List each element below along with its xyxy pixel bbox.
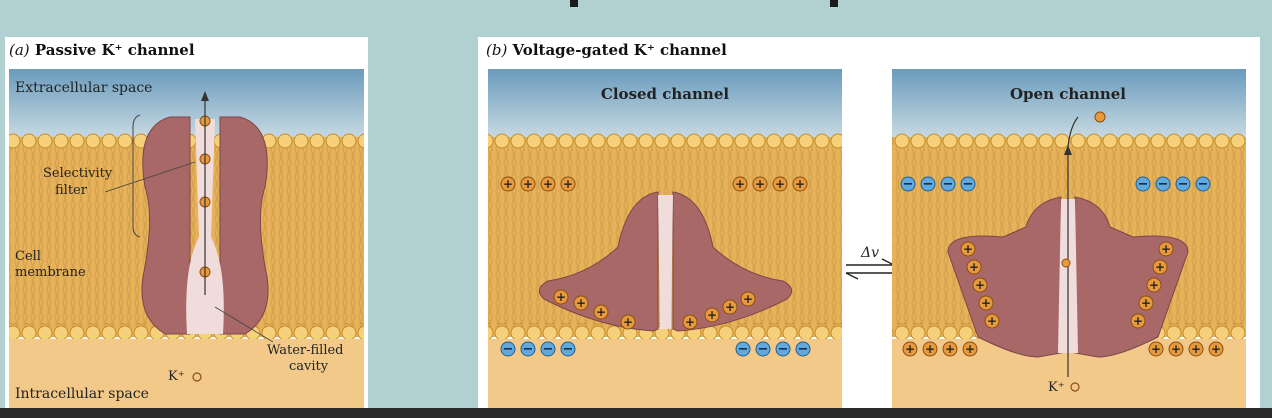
panel-a-illustration: Extracellular space Selectivity filter C… bbox=[5, 37, 368, 418]
panel-b-illustration: Closed channel + + + + + + + + bbox=[478, 37, 1260, 418]
panel-a-passive-channel: (a) Passive K⁺ channel bbox=[5, 37, 368, 418]
svg-text:+: + bbox=[576, 296, 586, 310]
label-selectivity: Selectivity bbox=[43, 166, 113, 181]
closed-channel-panel: Closed channel + + + + + + + + bbox=[488, 69, 842, 418]
svg-text:+: + bbox=[1141, 296, 1151, 310]
panel-b-voltage-gated-channel: (b) Voltage-gated K⁺ channel Closed chan… bbox=[478, 37, 1260, 418]
k-ion-exiting bbox=[1095, 112, 1105, 122]
svg-text:−: − bbox=[778, 342, 789, 357]
svg-text:−: − bbox=[563, 342, 574, 357]
label-cavity: cavity bbox=[289, 359, 329, 374]
svg-text:−: − bbox=[923, 177, 934, 192]
svg-text:−: − bbox=[798, 342, 809, 357]
label-intracellular: Intracellular space bbox=[15, 386, 149, 402]
label-filter: filter bbox=[55, 183, 88, 198]
svg-text:+: + bbox=[596, 305, 606, 319]
svg-text:−: − bbox=[758, 342, 769, 357]
open-channel-panel: Open channel −−−− −−−− bbox=[892, 69, 1246, 418]
k-ion-in-pore bbox=[1062, 259, 1070, 267]
protein-left-half bbox=[142, 117, 190, 334]
svg-text:+: + bbox=[1133, 314, 1143, 328]
svg-text:+: + bbox=[543, 177, 553, 191]
svg-text:+: + bbox=[963, 242, 973, 256]
svg-text:−: − bbox=[1158, 177, 1169, 192]
cropped-text-fragment bbox=[830, 0, 838, 7]
svg-text:+: + bbox=[775, 177, 785, 191]
delta-v-label: Δv bbox=[860, 245, 879, 261]
svg-text:+: + bbox=[503, 177, 513, 191]
svg-text:+: + bbox=[523, 177, 533, 191]
label-membrane: membrane bbox=[15, 265, 86, 280]
svg-text:+: + bbox=[1211, 342, 1221, 356]
svg-text:+: + bbox=[685, 315, 695, 329]
svg-text:+: + bbox=[707, 308, 717, 322]
open-channel-label: Open channel bbox=[1010, 85, 1126, 103]
svg-text:−: − bbox=[943, 177, 954, 192]
svg-text:+: + bbox=[1149, 278, 1159, 292]
svg-text:+: + bbox=[1151, 342, 1161, 356]
svg-text:+: + bbox=[743, 292, 753, 306]
svg-text:+: + bbox=[735, 177, 745, 191]
svg-text:+: + bbox=[725, 300, 735, 314]
svg-text:−: − bbox=[1198, 177, 1209, 192]
label-extracellular: Extracellular space bbox=[15, 80, 152, 96]
equilibrium-arrows: Δv bbox=[846, 245, 894, 279]
svg-text:+: + bbox=[795, 177, 805, 191]
closed-pore bbox=[658, 195, 673, 329]
open-k-ion-label: K⁺ bbox=[1048, 380, 1065, 395]
svg-text:+: + bbox=[945, 342, 955, 356]
svg-text:+: + bbox=[1155, 260, 1165, 274]
svg-text:−: − bbox=[503, 342, 514, 357]
cropped-text-fragment bbox=[570, 0, 578, 7]
svg-text:+: + bbox=[623, 315, 633, 329]
svg-text:+: + bbox=[905, 342, 915, 356]
svg-text:+: + bbox=[755, 177, 765, 191]
svg-text:−: − bbox=[523, 342, 534, 357]
svg-text:−: − bbox=[1178, 177, 1189, 192]
svg-text:+: + bbox=[965, 342, 975, 356]
svg-text:+: + bbox=[987, 314, 997, 328]
svg-text:+: + bbox=[925, 342, 935, 356]
protein-right-half bbox=[220, 117, 268, 334]
svg-text:−: − bbox=[738, 342, 749, 357]
svg-text:+: + bbox=[1171, 342, 1181, 356]
svg-text:+: + bbox=[975, 278, 985, 292]
svg-text:+: + bbox=[1191, 342, 1201, 356]
svg-text:+: + bbox=[556, 290, 566, 304]
label-water-filled: Water-filled bbox=[267, 343, 344, 358]
closed-channel-label: Closed channel bbox=[601, 85, 729, 103]
svg-text:+: + bbox=[1161, 242, 1171, 256]
svg-text:+: + bbox=[969, 260, 979, 274]
svg-text:+: + bbox=[981, 296, 991, 310]
label-k-ion: K⁺ bbox=[168, 369, 185, 384]
label-cell: Cell bbox=[15, 249, 41, 264]
svg-text:+: + bbox=[563, 177, 573, 191]
svg-text:−: − bbox=[903, 177, 914, 192]
svg-text:−: − bbox=[543, 342, 554, 357]
svg-text:−: − bbox=[1138, 177, 1149, 192]
bottom-bar bbox=[0, 408, 1272, 418]
svg-text:−: − bbox=[963, 177, 974, 192]
